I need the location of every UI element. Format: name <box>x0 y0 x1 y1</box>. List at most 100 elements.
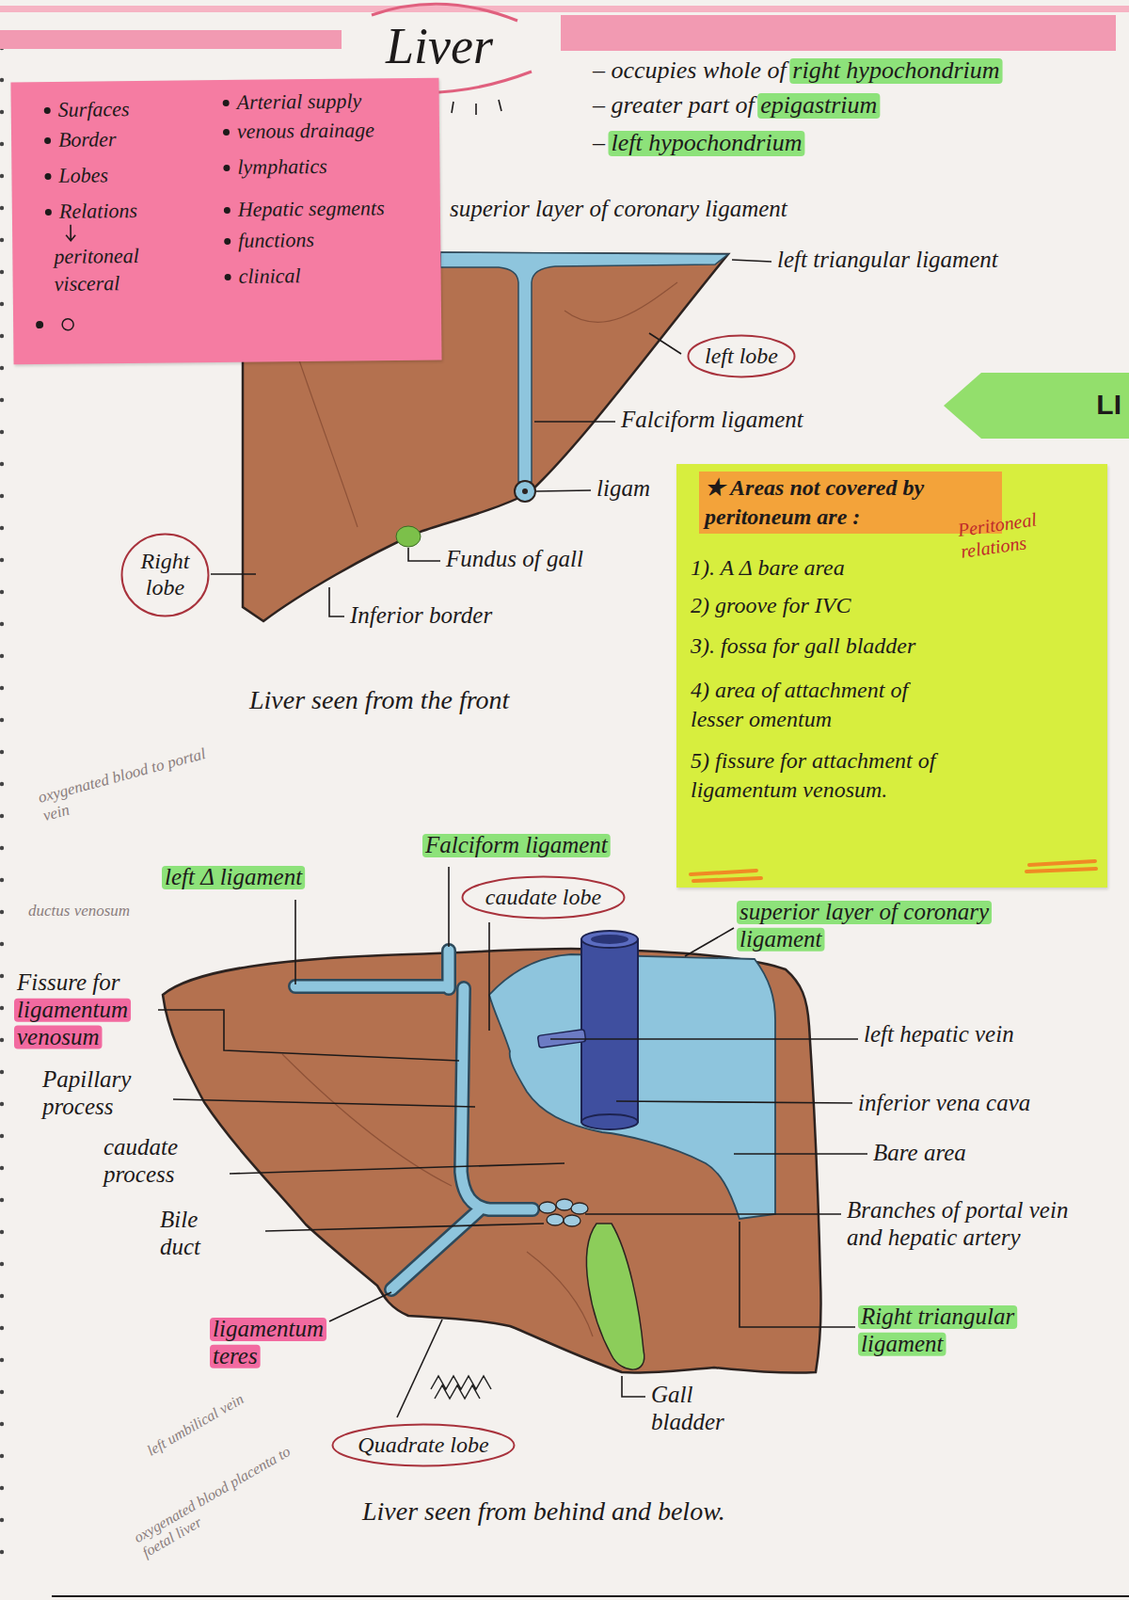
title-arc <box>371 3 518 21</box>
annotation-label: left triangular ligament <box>777 246 999 274</box>
tab-label: LI <box>1096 385 1122 423</box>
annotation-label: left Δ ligament <box>164 863 303 891</box>
leader-line <box>621 1375 646 1397</box>
inferior-vena-cava <box>581 1113 638 1129</box>
leader-line <box>739 1221 856 1327</box>
annotation-label: Bare area <box>873 1139 967 1167</box>
annotation-label: Falciform ligament <box>425 831 608 859</box>
leader-line <box>408 547 441 561</box>
portal-branch <box>571 1202 589 1214</box>
note-text: functions <box>238 226 315 255</box>
marker-strokes <box>690 860 1097 881</box>
lobe-label: Quadrate lobe <box>357 1431 489 1459</box>
annotation-label: Branches of portal vein and hepatic arte… <box>846 1196 1087 1252</box>
note-text: lymphatics <box>237 153 328 182</box>
leader-line <box>585 1212 842 1215</box>
annotation-label: superior layer of coronary ligament <box>449 195 788 223</box>
page-rule <box>51 1594 1129 1597</box>
leader-line <box>616 1100 853 1103</box>
annotation-label: Right triangular ligament <box>860 1303 1078 1358</box>
leader-line <box>329 1291 392 1321</box>
gall-bladder-fundus <box>396 525 421 547</box>
portal-branch <box>563 1214 581 1226</box>
annotation-label: Fundus of gall <box>445 545 584 573</box>
leader-line <box>210 572 256 575</box>
lobe-label: caudate lobe <box>485 884 602 911</box>
portal-branch <box>539 1201 557 1213</box>
leader-line <box>397 1319 443 1417</box>
title-ticks <box>451 99 502 115</box>
leader-line <box>550 1037 859 1040</box>
ligamentum-teres <box>514 480 536 502</box>
page-title: Liver <box>385 20 493 72</box>
portal-branch <box>546 1213 564 1225</box>
leader-line <box>294 899 297 985</box>
fissure-outline <box>295 950 533 1289</box>
note-text: Border <box>58 126 117 154</box>
leader-line <box>329 587 345 617</box>
note-text: clinical <box>238 262 301 290</box>
header-band <box>0 30 342 49</box>
leader-line <box>684 927 734 956</box>
header-band <box>0 5 1129 13</box>
leader-line <box>731 259 772 262</box>
tab-shape <box>943 372 1129 439</box>
lobe-circle: Right lobe <box>120 532 210 618</box>
annotation-label: – greater part of epigastrium <box>592 91 877 120</box>
leader-line <box>649 333 682 354</box>
note-text: Lobes <box>58 161 109 190</box>
leader-line <box>265 1223 544 1231</box>
leader-line <box>447 866 450 947</box>
inferior-vena-cava <box>581 938 638 1122</box>
header-band <box>560 15 1116 51</box>
annotation-label: left hepatic vein <box>863 1020 1015 1049</box>
leader-line <box>534 420 616 423</box>
note-text: Hepatic segments <box>238 194 385 223</box>
lobe-label: Right lobe <box>136 548 195 601</box>
inferior-vena-cava <box>590 934 629 944</box>
note-text: Relations <box>59 197 138 225</box>
annotation-label: caudate process <box>103 1133 198 1189</box>
inferior-vena-cava <box>581 930 638 948</box>
annotation-label: Papillary process <box>42 1065 156 1121</box>
leader-line <box>229 1162 565 1174</box>
lobe-label: left lobe <box>704 343 779 370</box>
note-text: 1). A Δ bare area <box>690 553 845 583</box>
leader-line <box>488 922 491 1031</box>
leader-line <box>733 1152 868 1155</box>
portal-branch <box>556 1198 573 1210</box>
annotation-label: – occupies whole of right hypochondrium <box>592 56 1001 85</box>
note-text: 2) groove for IVC <box>690 590 851 621</box>
annotation-label: Bile duct <box>159 1206 217 1261</box>
annotation-label: Inferior border <box>349 602 493 630</box>
figure-caption: Liver seen from the front <box>249 684 509 716</box>
bullet-ring <box>62 318 74 331</box>
bullet-dot <box>35 320 44 329</box>
annotation-label: Fissure for ligamentum venosum <box>16 969 154 1050</box>
note-text: 5) fissure for attachment of ligamentum … <box>690 746 973 805</box>
down-arrow <box>65 224 76 241</box>
ligamentum-teres <box>522 488 528 494</box>
index-tab: LI <box>943 372 1129 439</box>
annotation-label: inferior vena cava <box>858 1089 1031 1117</box>
lobe-circle: caudate lobe <box>461 874 626 920</box>
lobe-outline <box>688 335 796 378</box>
note-text: peritoneal visceral <box>53 242 159 298</box>
leader-line <box>536 490 591 492</box>
note-text: 4) area of attachment of lesser omentum <box>690 675 945 734</box>
note-text: Arterial supply <box>237 87 363 116</box>
binding-holes <box>0 18 6 1581</box>
figure-caption: Liver seen from behind and below. <box>362 1495 726 1527</box>
lobe-circle: Quadrate lobe <box>331 1422 516 1467</box>
liver-posterior <box>162 948 822 1373</box>
gall-bladder <box>586 1223 644 1369</box>
lobe-circle: left lobe <box>686 333 796 379</box>
annotation-label: superior layer of coronary ligament <box>739 898 1022 954</box>
pencil-note: ductus venosum <box>28 901 130 921</box>
lobe-outline <box>122 534 209 617</box>
annotation-label: ligam <box>596 475 651 503</box>
scribble <box>430 1375 492 1399</box>
annotation-label: – left hypochondrium <box>592 128 802 158</box>
sticky-note: SurfacesBorderLobesRelationsperitoneal v… <box>10 78 442 366</box>
